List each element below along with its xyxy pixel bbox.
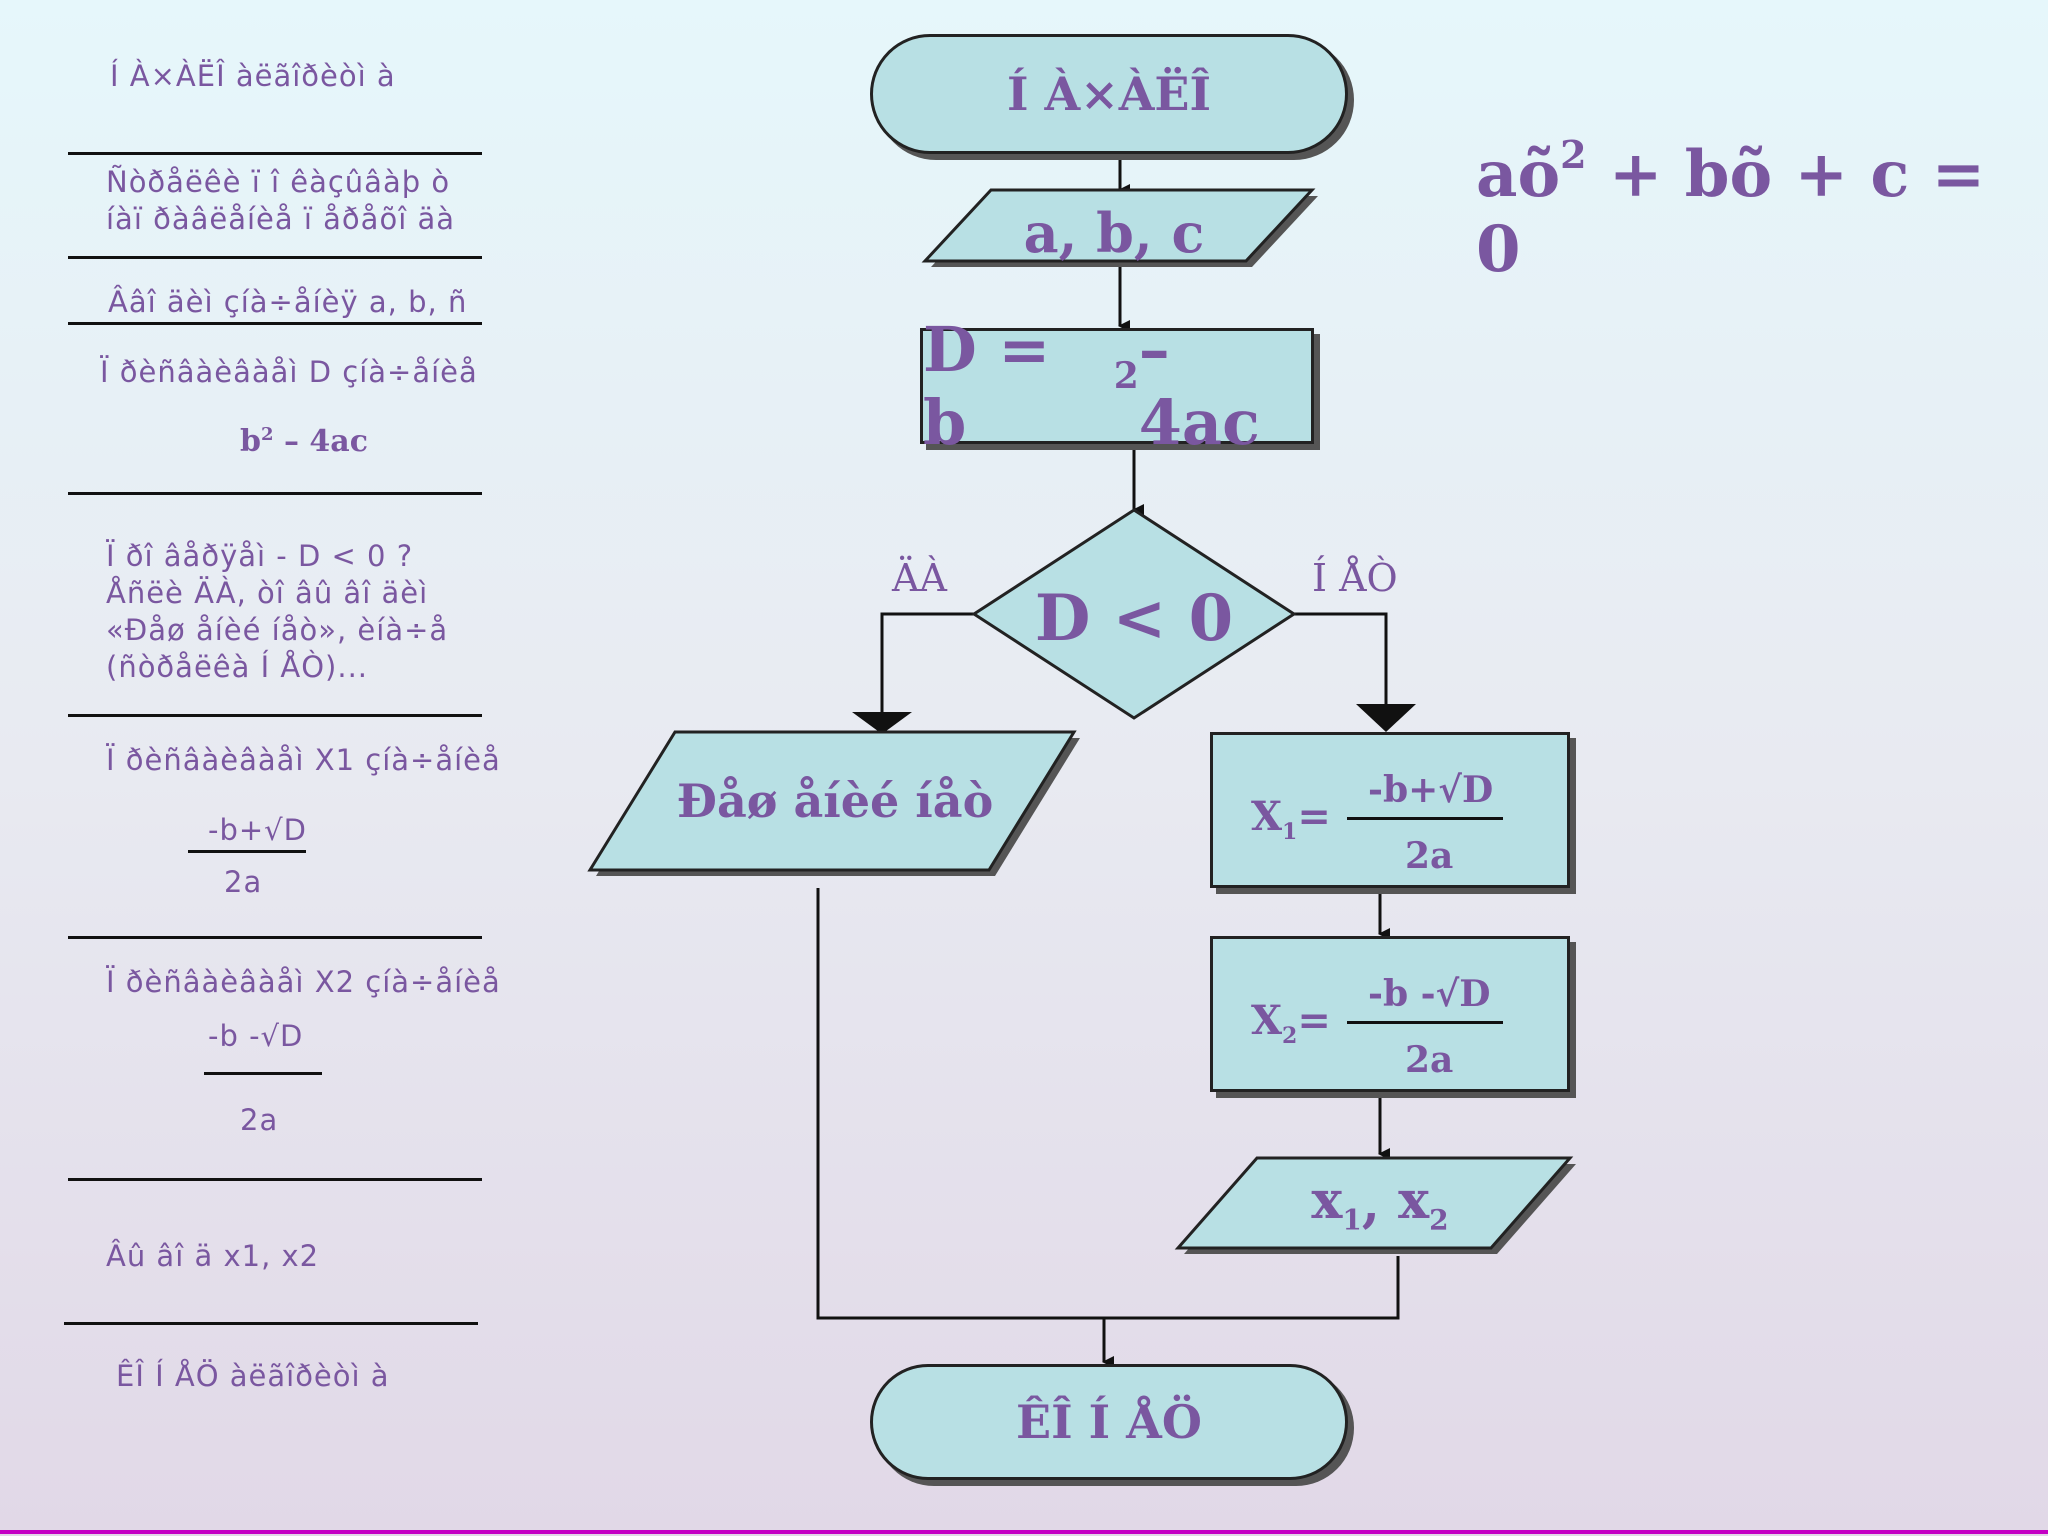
- x2-numerator: -b -√D: [1368, 973, 1491, 1015]
- output-x2-subscript: 2: [1429, 1203, 1449, 1237]
- panel-end-text: ÊÎ Í ÅÖ àëãîðèòì à: [116, 1359, 390, 1393]
- panel-divider: [68, 492, 482, 495]
- panel-start-text: Í À×ÀËÎ àëãîðèòì à: [110, 59, 396, 93]
- bottom-border: [0, 1530, 2048, 1534]
- condition-diamond-shape: [971, 508, 1297, 720]
- edge-no-branch: [1292, 612, 1388, 716]
- no-solution-parallelogram: Ðåø åíèé íåò: [587, 730, 1080, 876]
- x1-fraction-bar: [1347, 817, 1503, 820]
- x1-symbol: X: [1251, 793, 1283, 840]
- panel-divider: [68, 152, 482, 155]
- panel-d-formula-exponent: 2: [260, 424, 274, 445]
- yes-branch-label: ÄÀ: [892, 556, 947, 600]
- input-parallelogram-shape: [921, 188, 1318, 267]
- edge-yes-arrowhead: [852, 712, 912, 734]
- panel-check-text: Ï ðî âåðÿåì - D < 0 ? Åñëè ÄÀ, òî âû âî …: [106, 539, 449, 685]
- panel-fraction-bar: [204, 1072, 322, 1075]
- x1-denominator: 2a: [1405, 835, 1454, 877]
- output-parallelogram: x1, x2: [1174, 1156, 1576, 1254]
- x1-assign-box: X1= -b+√D 2a: [1210, 732, 1570, 888]
- output-x1-symbol: x: [1311, 1169, 1343, 1231]
- panel-x2-denominator: 2a: [240, 1103, 279, 1137]
- no-solution-label: Ðåø åíèé íåò: [676, 774, 994, 828]
- x1-equals: =: [1297, 793, 1331, 840]
- panel-divider: [64, 1322, 478, 1325]
- panel-x1-numerator: -b+√D: [208, 813, 307, 847]
- output-x1: x1: [1311, 1170, 1362, 1236]
- assign-discriminant-box: D = b 2 – 4ac: [920, 313, 1314, 459]
- quadratic-equation: aõ2 + bõ + c = 0: [1476, 132, 2048, 287]
- assign-exponent: 2: [1113, 355, 1139, 397]
- x2-subscript: 2: [1282, 1023, 1298, 1049]
- panel-d-formula-base: b: [240, 424, 261, 459]
- panel-d-formula-rest: – 4ac: [273, 424, 368, 459]
- condition-diamond: D < 0: [971, 508, 1297, 720]
- panel-divider: [68, 322, 482, 325]
- panel-arrows-text: Ñòðåëêè ï î êàçûâàþ ò íàï ðàâëåíèå ï åðå…: [106, 165, 456, 237]
- x2-fraction-bar: [1347, 1021, 1503, 1024]
- panel-calc-x1-text: Ï ðèñâàèâàåì X1 çíà÷åíèå: [106, 743, 501, 777]
- edge-no-arrowhead: [1356, 704, 1416, 732]
- end-terminal-label: ÊÎ Í ÅÖ: [1016, 1395, 1202, 1449]
- end-terminal: ÊÎ Í ÅÖ: [870, 1364, 1348, 1480]
- x2-name: X2=: [1251, 997, 1331, 1049]
- equation-rest: + bõ + c = 0: [1476, 137, 1986, 287]
- output-x2: x2: [1398, 1170, 1449, 1236]
- no-branch-label: Í ÅÒ: [1312, 556, 1398, 600]
- x1-subscript: 1: [1282, 819, 1298, 845]
- x2-symbol: X: [1251, 997, 1283, 1044]
- panel-x2-numerator: -b -√D: [208, 1019, 304, 1053]
- panel-d-formula: b2 – 4ac: [240, 424, 368, 459]
- equation-exponent: 2: [1560, 132, 1587, 177]
- output-x1-subscript: 1: [1342, 1203, 1362, 1237]
- panel-x1-denominator: 2a: [224, 865, 263, 899]
- panel-divider: [68, 714, 482, 717]
- panel-divider: [68, 256, 482, 259]
- assign-base: D = b: [923, 313, 1051, 459]
- x2-denominator: 2a: [1405, 1039, 1454, 1081]
- x1-numerator: -b+√D: [1368, 769, 1494, 811]
- panel-divider: [68, 936, 482, 939]
- condition-label: D < 0: [1034, 580, 1234, 656]
- input-parallelogram: a, b, c: [916, 188, 1318, 267]
- equation-main: aõ: [1476, 137, 1561, 212]
- output-separator: ,: [1361, 1172, 1399, 1234]
- output-parallelogram-shape: [1174, 1156, 1576, 1254]
- edge-no-solution-to-end: [816, 888, 1400, 1320]
- panel-input-text: Ââî äèì çíà÷åíèÿ a, b, ñ: [108, 285, 468, 319]
- x2-assign-box: X2= -b -√D 2a: [1210, 936, 1570, 1092]
- x2-equals: =: [1297, 997, 1331, 1044]
- panel-calc-x2-text: Ï ðèñâàèâàåì X2 çíà÷åíèå: [106, 965, 501, 999]
- start-terminal-label: Í À×ÀËÎ: [1006, 67, 1212, 121]
- input-parallelogram-label: a, b, c: [1023, 201, 1205, 265]
- edge-yes-branch: [880, 612, 976, 716]
- panel-output-text: Âû âî ä x1, x2: [106, 1239, 320, 1273]
- panel-divider: [68, 1178, 482, 1181]
- no-solution-parallelogram-shape: [587, 730, 1080, 876]
- panel-fraction-bar: [188, 850, 306, 853]
- panel-calc-d-text: Ï ðèñâàèâàåì D çíà÷åíèå: [100, 355, 478, 389]
- start-terminal: Í À×ÀËÎ: [870, 34, 1348, 154]
- x1-name: X1=: [1251, 793, 1331, 845]
- assign-rest: – 4ac: [1138, 313, 1260, 459]
- output-x2-symbol: x: [1398, 1169, 1430, 1231]
